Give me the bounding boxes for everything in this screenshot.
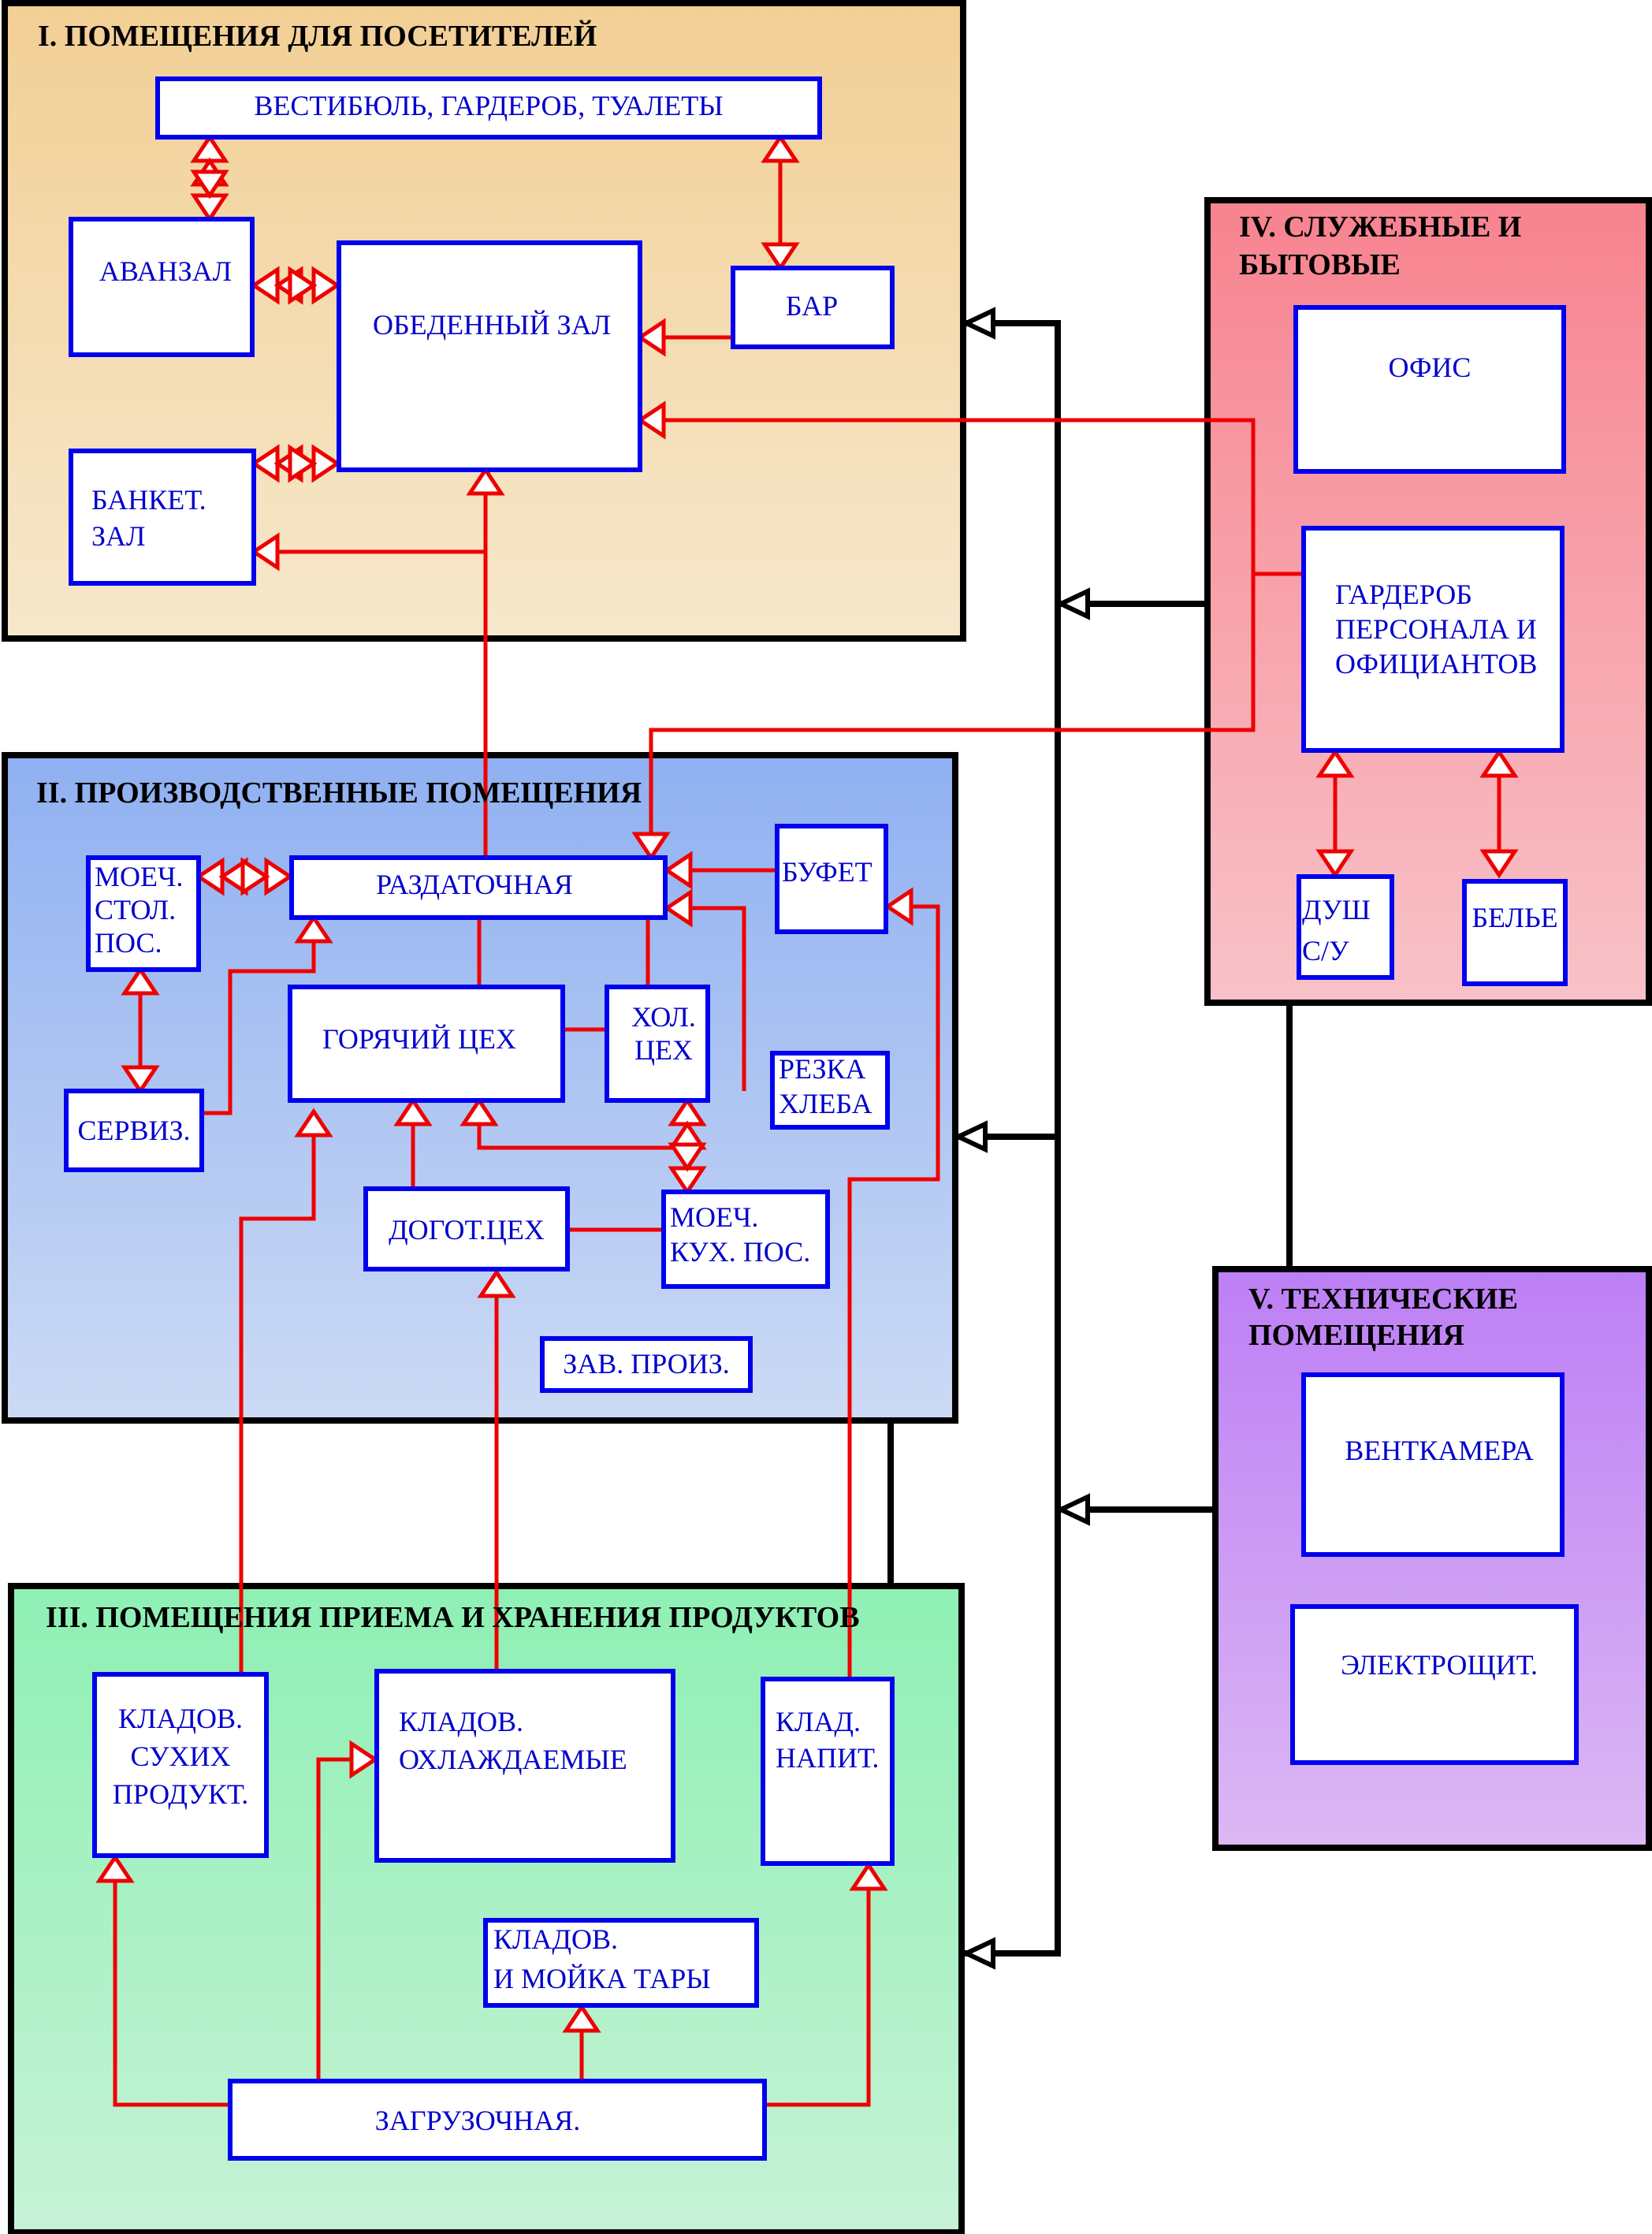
panel-title-service-line1: IV. СЛУЖЕБНЫЕ И — [1239, 210, 1521, 244]
room-linen-label: БЕЛЬЕ — [1472, 902, 1557, 933]
room-vestibule[interactable] — [155, 76, 822, 140]
room-container-store[interactable] — [483, 1918, 759, 2008]
room-container-store-label-1: КЛАДОВ. — [493, 1923, 618, 1955]
room-production-head-label: ЗАВ. ПРОИЗ. — [563, 1348, 730, 1379]
room-kitchen-wash[interactable] — [661, 1190, 830, 1289]
room-buffet[interactable] — [775, 824, 888, 934]
room-avanzal[interactable] — [69, 217, 255, 357]
room-ventilation-label: ВЕНТКАМЕРА — [1345, 1435, 1533, 1466]
room-prep-shop-label: ДОГОТ.ЦЕХ — [389, 1214, 545, 1245]
room-loading-label: ЗАГРУЗОЧНАЯ. — [375, 2105, 581, 2136]
room-electrical[interactable] — [1290, 1604, 1579, 1765]
flow-arrowheads — [95, 133, 1519, 2033]
room-bar[interactable] — [731, 266, 895, 349]
room-banquet-label-1: БАНКЕТ. — [91, 484, 206, 516]
room-container-store-label-2: И МОЙКА ТАРЫ — [493, 1963, 711, 1994]
room-linen[interactable] — [1462, 879, 1568, 986]
room-dish-wash-label-3: ПОС. — [95, 927, 162, 959]
room-dish-wash-label-2: СТОЛ. — [95, 894, 176, 925]
room-banquet-label-2: ЗАЛ — [91, 520, 145, 552]
panel-title-storage: III. ПОМЕЩЕНИЯ ПРИЕМА И ХРАНЕНИЯ ПРОДУКТ… — [46, 1601, 860, 1634]
room-distribution-label: РАЗДАТОЧНАЯ — [376, 869, 573, 900]
room-serviz[interactable] — [64, 1089, 204, 1172]
room-dining-hall-label: ОБЕДЕННЫЙ ЗАЛ — [373, 309, 611, 341]
room-hot-shop-label: ГОРЯЧИЙ ЦЕХ — [322, 1023, 516, 1055]
room-shower[interactable] — [1297, 874, 1394, 980]
room-production-head[interactable] — [540, 1336, 753, 1393]
panel-title-technical-line1: V. ТЕХНИЧЕСКИЕ — [1248, 1283, 1518, 1316]
room-buffet-label: БУФЕТ — [782, 856, 873, 888]
panel-title-production: II. ПРОИЗВОДСТВЕННЫЕ ПОМЕЩЕНИЯ — [36, 776, 642, 810]
room-serviz-label: СЕРВИЗ. — [77, 1115, 190, 1146]
panel-title-service-line2: БЫТОВЫЕ — [1239, 248, 1401, 281]
room-dry-store-label-2: СУХИХ — [130, 1741, 230, 1772]
room-staff-wardrobe[interactable] — [1301, 526, 1565, 753]
room-cold-shop-label-2: ЦЕХ — [634, 1034, 693, 1066]
room-dry-store-label-1: КЛАДОВ. — [118, 1703, 243, 1734]
room-cold-store-label-1: КЛАДОВ. — [399, 1706, 523, 1737]
room-bread-cutting-label-2: ХЛЕБА — [779, 1088, 873, 1119]
link-lines — [887, 307, 1293, 1970]
room-bar-label: БАР — [786, 290, 838, 322]
room-shower-label-1: ДУШ — [1302, 894, 1371, 925]
room-cold-store[interactable] — [374, 1669, 675, 1863]
room-staff-wardrobe-label-2: ПЕРСОНАЛА И — [1335, 613, 1537, 645]
room-bread-cutting[interactable] — [770, 1051, 890, 1130]
room-hot-shop[interactable] — [288, 985, 565, 1103]
room-kitchen-wash-label-2: КУХ. ПОС. — [670, 1236, 810, 1268]
room-prep-shop[interactable] — [363, 1186, 570, 1272]
room-banquet[interactable] — [69, 449, 256, 586]
room-staff-wardrobe-label-3: ОФИЦИАНТОВ — [1335, 648, 1537, 680]
room-electrical-label: ЭЛЕКТРОЩИТ. — [1341, 1649, 1538, 1681]
panel-title-technical-line2: ПОМЕЩЕНИЯ — [1248, 1319, 1464, 1352]
room-cold-shop-label-1: ХОЛ. — [631, 1001, 696, 1033]
room-dish-wash[interactable] — [86, 855, 201, 972]
room-drinks-store-label-1: КЛАД. — [776, 1706, 861, 1737]
room-shower-label-2: С/У — [1302, 935, 1349, 966]
room-kitchen-wash-label-1: МОЕЧ. — [670, 1201, 758, 1233]
room-staff-wardrobe-label-1: ГАРДЕРОБ — [1335, 579, 1472, 610]
room-dining-hall[interactable] — [337, 240, 642, 472]
room-avanzal-label: АВАНЗАЛ — [99, 255, 232, 287]
room-dry-store[interactable] — [92, 1672, 269, 1858]
room-office-label: ОФИС — [1389, 352, 1472, 383]
room-bread-cutting-label-1: РЕЗКА — [779, 1053, 866, 1085]
room-vestibule-label: ВЕСТИБЮЛЬ, ГАРДЕРОБ, ТУАЛЕТЫ — [254, 90, 723, 121]
room-loading[interactable] — [228, 2079, 767, 2161]
room-ventilation[interactable] — [1301, 1372, 1565, 1557]
room-dish-wash-label-1: МОЕЧ. — [95, 861, 183, 892]
room-office[interactable] — [1293, 305, 1566, 474]
room-drinks-store-label-2: НАПИТ. — [776, 1742, 879, 1774]
room-distribution[interactable] — [289, 855, 668, 920]
room-cold-shop[interactable] — [605, 985, 710, 1103]
room-drinks-store[interactable] — [761, 1677, 895, 1866]
room-cold-store-label-2: ОХЛАЖДАЕМЫЕ — [399, 1744, 627, 1775]
panel-title-visitors: I. ПОМЕЩЕНИЯ ДЛЯ ПОСЕТИТЕЛЕЙ — [38, 20, 597, 53]
room-dry-store-label-3: ПРОДУКТ. — [113, 1778, 249, 1810]
